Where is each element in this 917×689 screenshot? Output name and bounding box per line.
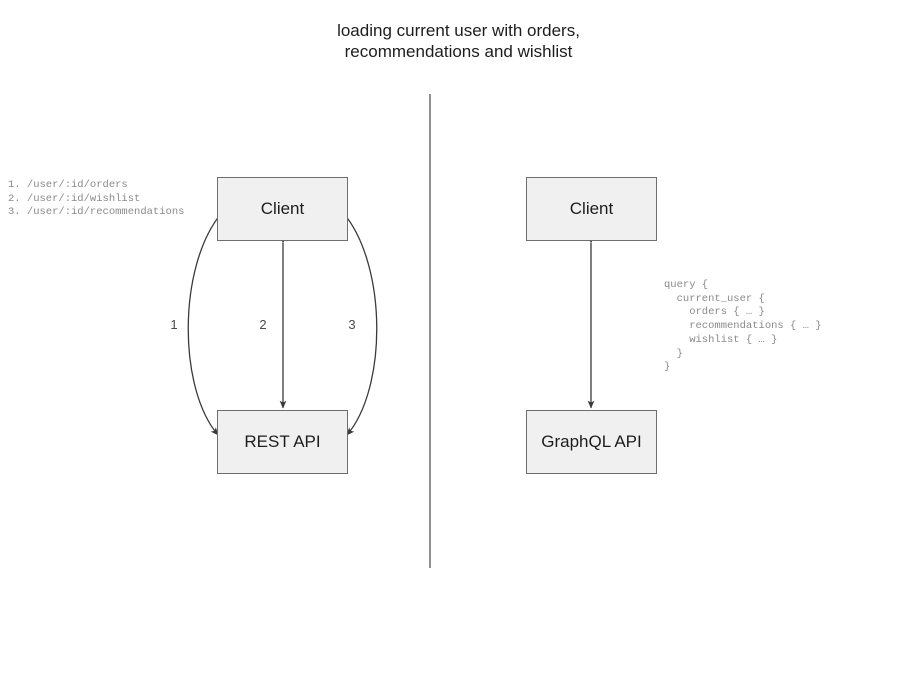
node-rest-api-label: REST API	[244, 432, 321, 451]
node-graphql-api[interactable]: GraphQL API	[526, 410, 657, 474]
node-client-rest-label: Client	[260, 199, 305, 218]
node-client-graphql[interactable]: Client	[526, 177, 657, 241]
graphql-query-block: query { current_user { orders { … } reco…	[664, 279, 822, 374]
edge-label-2: 2	[259, 317, 267, 332]
edge-label-3: 3	[348, 317, 356, 332]
node-graphql-api-label: GraphQL API	[541, 432, 642, 451]
node-client-rest[interactable]: Client	[217, 177, 348, 241]
page-title: loading current user with orders, recomm…	[337, 21, 580, 61]
node-client-graphql-label: Client	[569, 199, 614, 218]
rest-edge-1	[187, 207, 228, 436]
rest-endpoints-list: 1. /user/:id/orders 2. /user/:id/wishlis…	[8, 179, 185, 219]
edge-label-1: 1	[170, 317, 178, 332]
node-rest-api[interactable]: REST API	[217, 410, 348, 474]
